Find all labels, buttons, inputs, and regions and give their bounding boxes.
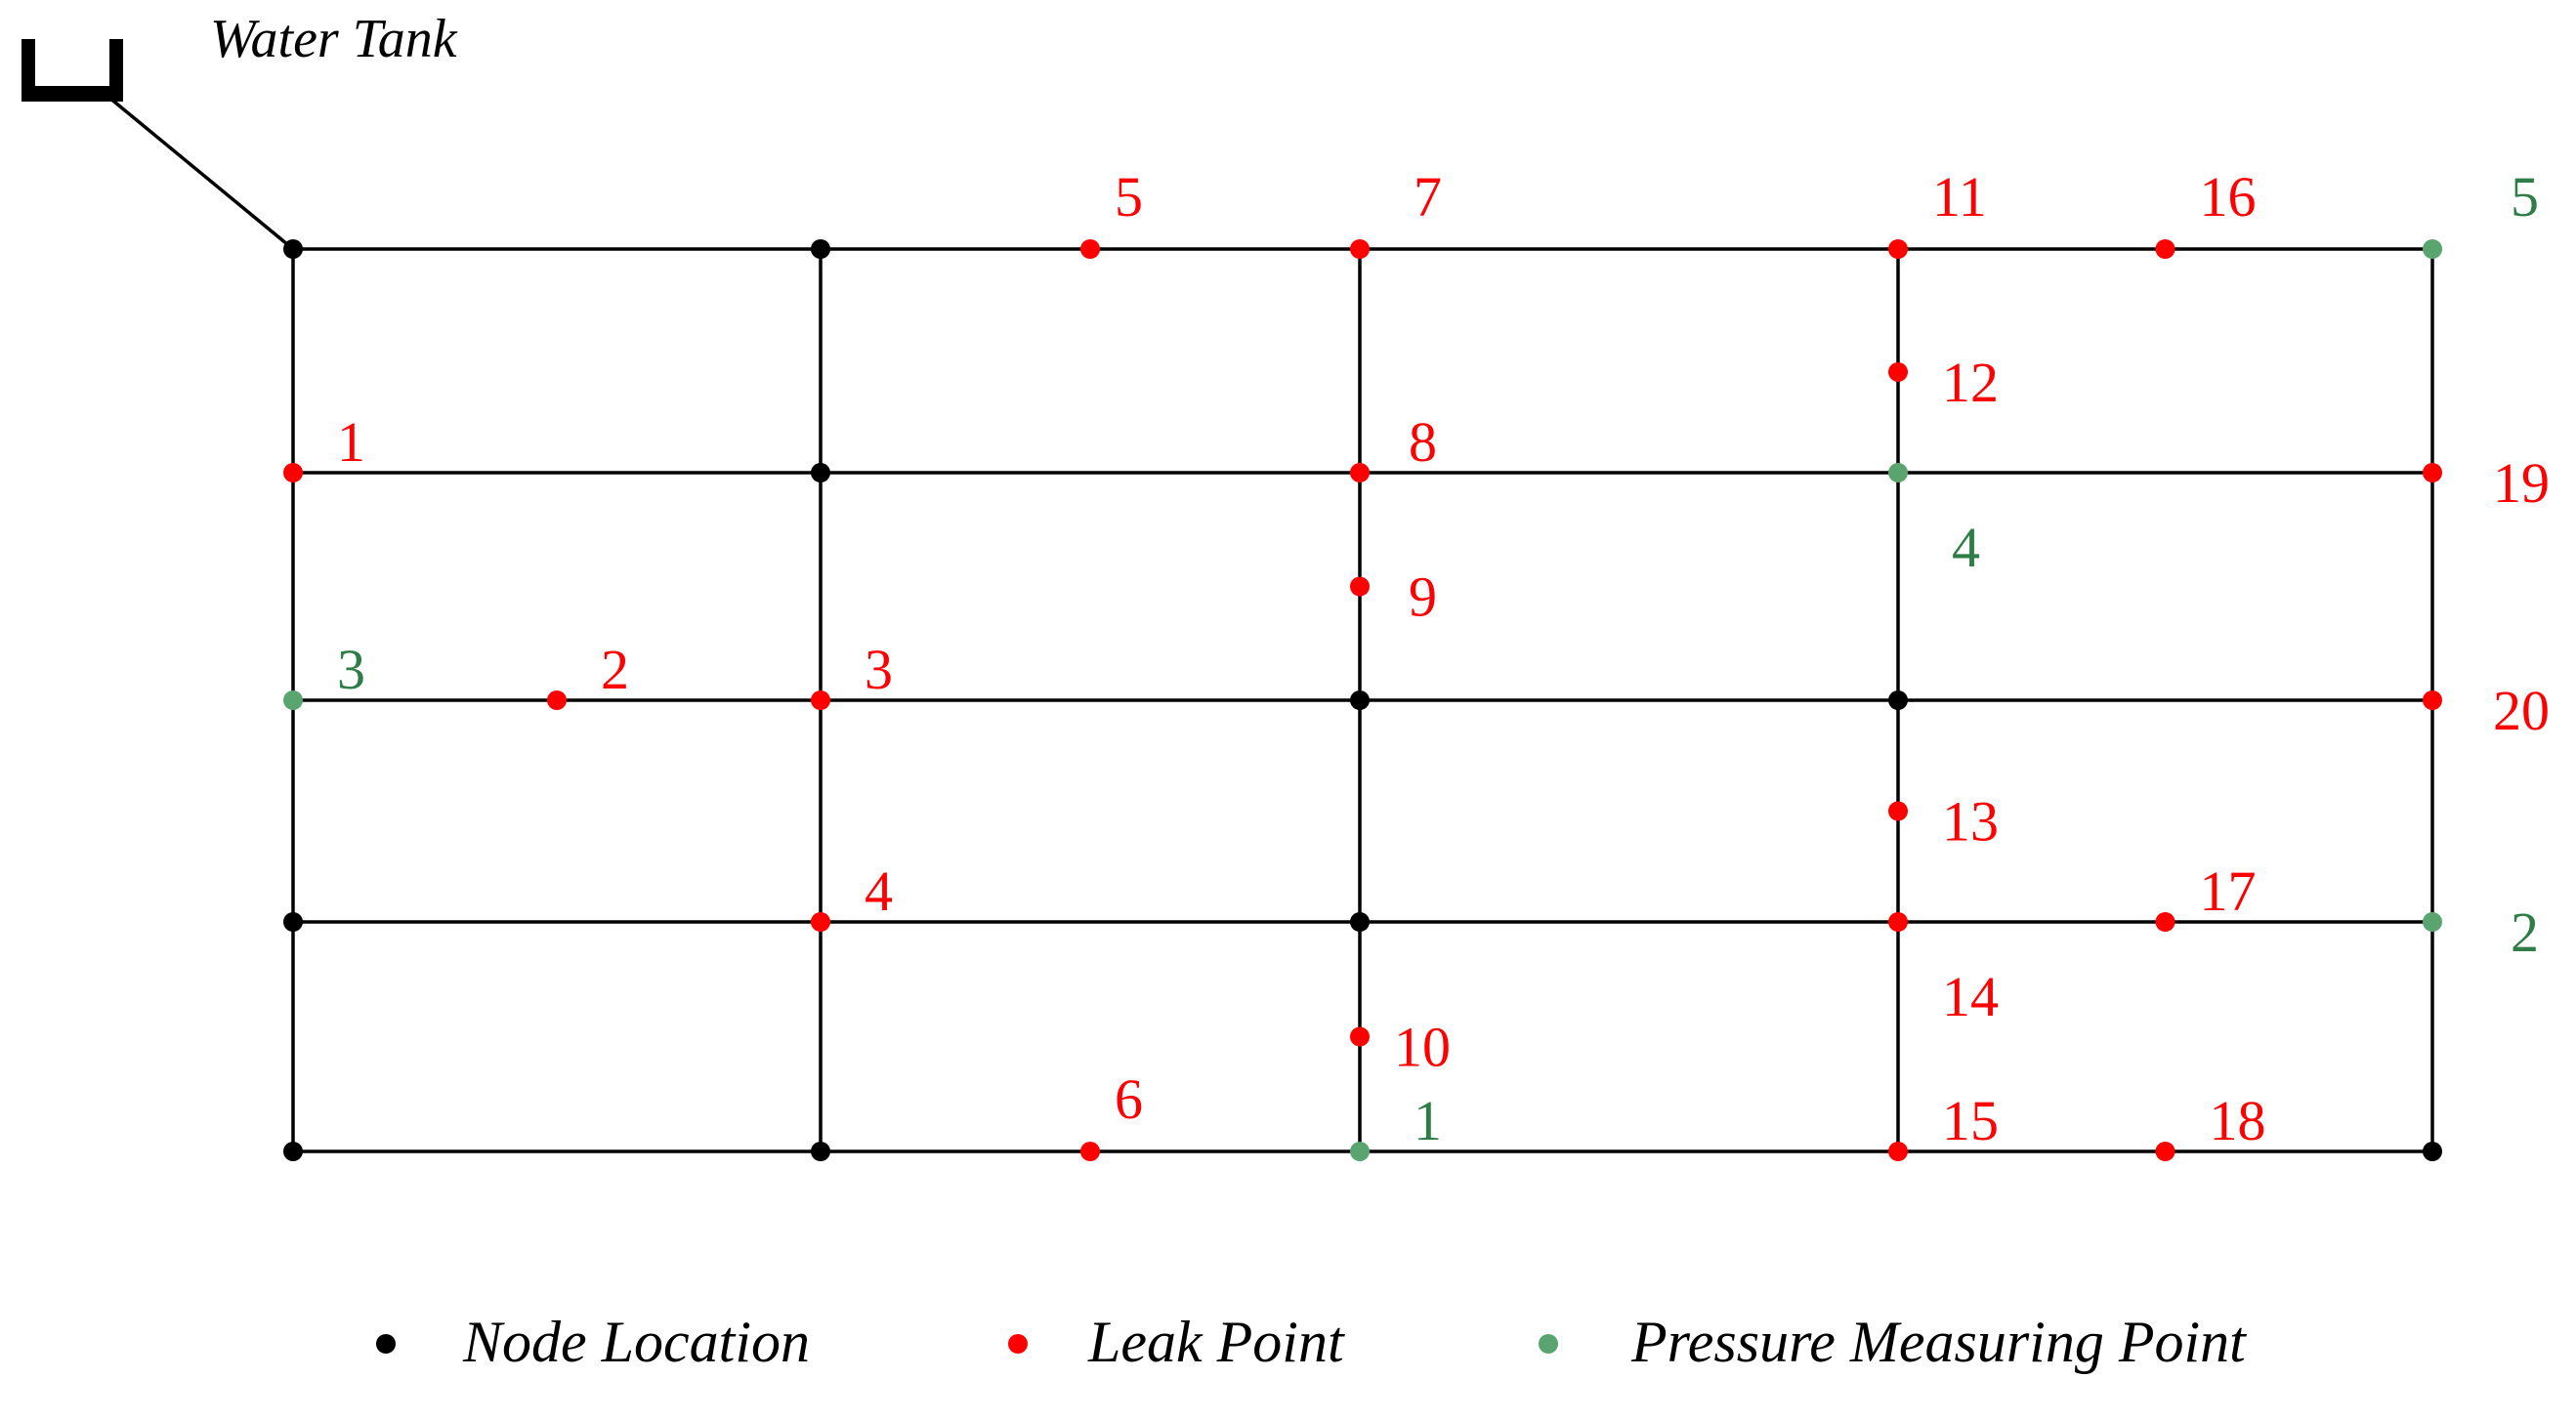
leak-point-label-16: 16 xyxy=(2200,165,2257,229)
node-location-10 xyxy=(2423,1142,2442,1161)
leak-point-label-2: 2 xyxy=(601,638,629,701)
legend-pressure-marker xyxy=(1539,1334,1558,1354)
leak-point-label-17: 17 xyxy=(2200,859,2257,923)
leak-point-3 xyxy=(811,690,830,710)
tank-feed-pipe xyxy=(107,96,295,251)
pressure-point-4 xyxy=(1888,463,1908,482)
leak-point-19 xyxy=(2423,463,2442,482)
network-points xyxy=(283,239,2442,1161)
node-location-4 xyxy=(1350,690,1370,710)
water-tank-icon xyxy=(21,39,123,102)
leak-point-7 xyxy=(1350,239,1370,259)
pressure-point-5 xyxy=(2423,239,2442,259)
node-location-9 xyxy=(811,1142,830,1161)
node-location-3 xyxy=(811,463,830,482)
pressure-point-label-5: 5 xyxy=(2511,165,2539,229)
leak-point-label-10: 10 xyxy=(1394,1016,1451,1079)
leak-point-label-18: 18 xyxy=(2210,1089,2266,1152)
leak-point-label-19: 19 xyxy=(2493,451,2550,515)
pressure-point-label-2: 2 xyxy=(2511,900,2539,964)
leak-point-11 xyxy=(1888,239,1908,259)
leak-point-label-15: 15 xyxy=(1942,1089,1999,1152)
leak-point-12 xyxy=(1888,361,1908,382)
leak-point-label-3: 3 xyxy=(865,638,893,701)
legend-leak-label: Leak Point xyxy=(1087,1310,1345,1374)
leak-point-10 xyxy=(1350,1026,1370,1047)
leak-point-label-20: 20 xyxy=(2493,679,2550,742)
leak-point-15 xyxy=(1888,1142,1908,1161)
node-location-5 xyxy=(1888,690,1908,710)
pressure-point-2 xyxy=(2423,912,2442,932)
legend-pressure-label: Pressure Measuring Point xyxy=(1630,1310,2247,1374)
leak-point-14 xyxy=(1888,912,1908,932)
leak-point-label-7: 7 xyxy=(1414,165,1442,229)
leak-point-17 xyxy=(2155,912,2175,932)
leak-point-18 xyxy=(2155,1142,2175,1161)
water-tank: Water Tank xyxy=(21,9,458,251)
legend-leak-marker xyxy=(1008,1334,1028,1354)
leak-point-9 xyxy=(1350,576,1370,597)
pressure-point-1 xyxy=(1350,1142,1370,1161)
pressure-point-label-1: 1 xyxy=(1414,1089,1442,1152)
leak-point-label-11: 11 xyxy=(1932,165,1987,229)
leak-point-label-5: 5 xyxy=(1115,165,1143,229)
node-location-8 xyxy=(283,1142,303,1161)
node-location-1 xyxy=(283,239,303,259)
legend-node-label: Node Location xyxy=(462,1310,810,1374)
node-location-7 xyxy=(1350,912,1370,932)
leak-point-16 xyxy=(2155,239,2175,259)
leak-point-13 xyxy=(1888,801,1908,821)
leak-point-label-6: 6 xyxy=(1115,1067,1143,1131)
leak-point-4 xyxy=(811,912,830,932)
node-location-6 xyxy=(283,912,303,932)
leak-point-label-1: 1 xyxy=(337,410,365,474)
leak-point-label-9: 9 xyxy=(1409,565,1437,629)
leak-point-8 xyxy=(1350,463,1370,482)
leak-point-label-14: 14 xyxy=(1942,965,1999,1028)
pressure-point-3 xyxy=(283,690,303,710)
leak-point-1 xyxy=(283,463,303,482)
leak-point-2 xyxy=(547,690,567,710)
leak-point-label-8: 8 xyxy=(1409,410,1437,474)
leak-point-label-12: 12 xyxy=(1942,351,1999,414)
leak-point-label-4: 4 xyxy=(865,859,893,923)
leak-point-label-13: 13 xyxy=(1942,790,1999,854)
legend: Node Location Leak Point Pressure Measur… xyxy=(376,1310,2247,1374)
water-tank-label: Water Tank xyxy=(210,9,458,69)
pressure-point-label-3: 3 xyxy=(337,638,365,701)
pressure-point-label-4: 4 xyxy=(1952,516,1980,579)
legend-node-marker xyxy=(376,1334,396,1354)
node-location-2 xyxy=(811,239,830,259)
leak-point-5 xyxy=(1080,239,1100,259)
leak-point-20 xyxy=(2423,690,2442,710)
leak-point-6 xyxy=(1080,1142,1100,1161)
